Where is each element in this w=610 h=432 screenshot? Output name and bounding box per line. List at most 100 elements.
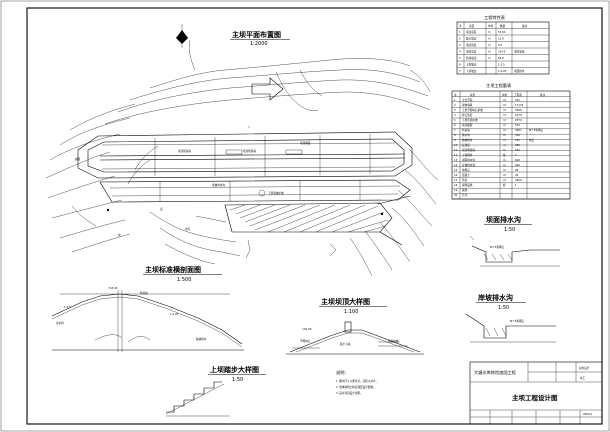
section-scale: 1:500 (177, 277, 191, 283)
toe-scale: 1:50 (504, 227, 515, 233)
svg-text:溢: 溢 (160, 207, 163, 211)
svg-text:含防浪墙: 含防浪墙 (514, 50, 525, 54)
svg-text:水库: 水库 (185, 227, 191, 231)
plan-view: 主坝平面布置图 1:2000 (45, 24, 439, 277)
svg-text:420: 420 (515, 163, 520, 167)
svg-text:2570: 2570 (515, 118, 522, 122)
svg-text:17: 17 (454, 178, 458, 182)
svg-text:96: 96 (515, 168, 519, 172)
svg-text:坝体填筑: 坝体填筑 (462, 103, 473, 107)
svg-text:4: 4 (459, 50, 461, 54)
tb-drawing-title: 主坝工程设计图 (512, 393, 558, 402)
toe-drain-detail: 坝面排水沟 1:50 M7.5浆砌石 (469, 215, 560, 267)
svg-text:坝顶路面: 坝顶路面 (300, 141, 311, 145)
svg-text:贴坡排水: 贴坡排水 (196, 337, 207, 341)
svg-text:7: 7 (454, 128, 456, 132)
svg-text:10: 10 (454, 143, 458, 147)
svg-text:m³: m³ (503, 99, 507, 102)
svg-text:3: 3 (454, 108, 456, 112)
svg-text:岸坡排水沟: 岸坡排水沟 (462, 163, 475, 167)
svg-text:1. 图中尺寸以厘米计，高程以米计。: 1. 图中尺寸以厘米计，高程以米计。 (336, 379, 378, 383)
svg-text:m³: m³ (503, 139, 507, 142)
tb-date: 2009.4 (583, 412, 592, 416)
svg-text:5: 5 (459, 56, 461, 60)
foot-title: 岸坡排水沟 (478, 293, 513, 302)
svg-text:1:2.25: 1:2.25 (498, 69, 507, 73)
svg-text:下游坡比: 下游坡比 (466, 69, 477, 73)
svg-text:坝面排水沟: 坝面排水沟 (462, 158, 475, 162)
svg-text:1:2.25: 1:2.25 (170, 312, 179, 316)
svg-text:570: 570 (515, 123, 520, 127)
svg-text:13: 13 (454, 158, 458, 162)
svg-text:11: 11 (454, 148, 458, 152)
svg-text:16: 16 (454, 173, 458, 177)
svg-text:干砌块石: 干砌块石 (300, 339, 311, 343)
svg-text:浆砌石: 浆砌石 (462, 168, 470, 172)
svg-text:坝面排水: 坝面排水 (514, 69, 525, 73)
crest-scale: 1:100 (344, 309, 358, 315)
svg-text:m³: m³ (503, 104, 507, 107)
svg-text:m: m (503, 164, 506, 167)
svg-text:m: m (488, 31, 491, 34)
qty-table-title: 主坝工程量表 (486, 82, 512, 89)
svg-text:坝顶防浪墙: 坝顶防浪墙 (462, 148, 475, 152)
svg-text:坝顶长度: 坝顶长度 (466, 50, 477, 54)
inner-border (26, 7, 603, 425)
svg-text:5: 5 (454, 118, 456, 122)
svg-text:1: 1 (459, 30, 461, 34)
svg-text:防浪墙: 防浪墙 (462, 128, 470, 132)
title-block: 大塘水库除险加固工程 初步设计 水工 主坝工程设计图 2009.4 (469, 361, 603, 425)
svg-text:坝顶宽度: 坝顶宽度 (466, 43, 477, 47)
svg-text:m: m (503, 134, 506, 137)
svg-text:上游坡比: 上游坡比 (466, 63, 477, 67)
svg-text:m³: m³ (503, 169, 507, 172)
svg-text:19: 19 (454, 188, 458, 192)
svg-text:下游草皮护坡: 下游草皮护坡 (462, 118, 478, 122)
svg-text:6: 6 (459, 63, 461, 67)
svg-text:341: 341 (515, 98, 520, 102)
svg-text:53.00: 53.00 (498, 30, 506, 34)
foot-drain-detail: 岸坡排水沟 1:50 M7.5浆砌石 (465, 293, 556, 343)
svg-text:反滤层: 反滤层 (462, 143, 470, 147)
svg-text:14: 14 (454, 163, 458, 167)
svg-text:套: 套 (503, 183, 506, 187)
svg-text:620: 620 (515, 158, 520, 162)
svg-text:3: 3 (459, 43, 461, 47)
svg-text:m³: m³ (503, 129, 507, 132)
svg-text:合计: 合计 (462, 193, 468, 197)
svg-text:2: 2 (515, 153, 517, 157)
svg-text:观测设施: 观测设施 (462, 183, 473, 187)
svg-text:上游干砌块石护坡: 上游干砌块石护坡 (462, 108, 483, 112)
svg-text:m³: m³ (503, 144, 507, 147)
svg-text:草皮护坡: 草皮护坡 (388, 339, 399, 343)
svg-text:m: m (488, 38, 491, 41)
svg-text:m: m (488, 44, 491, 47)
svg-text:1:2.5: 1:2.5 (498, 63, 505, 67)
flow-arrow-icon (251, 77, 284, 101)
svg-text:316: 316 (515, 133, 520, 137)
crest-detail: 主坝坝顶大样图 1:100 ▽54.00 粘土心墙 干砌块石 草皮护坡 (286, 297, 424, 355)
svg-text:项目: 项目 (469, 24, 475, 28)
svg-text:M7.5浆砌石: M7.5浆砌石 (529, 128, 544, 132)
svg-text:m: m (503, 149, 506, 152)
svg-text:3200: 3200 (515, 178, 522, 182)
svg-text:m: m (488, 57, 491, 60)
svg-text:库水位: 库水位 (56, 321, 64, 325)
svg-text:1: 1 (515, 183, 517, 187)
plan-scale: 1:2000 (250, 41, 268, 47)
svg-text:3260: 3260 (515, 108, 522, 112)
toe-title: 坝面排水沟 (486, 215, 521, 224)
svg-text:坝顶路面: 坝顶路面 (462, 123, 473, 127)
svg-text:17133: 17133 (515, 103, 524, 107)
svg-text:备注: 备注 (522, 24, 528, 28)
foot-scale: 1:50 (498, 305, 509, 311)
svg-text:序: 序 (454, 93, 457, 97)
step-detail: 上坝踏步大样图 1:50 (165, 365, 266, 417)
svg-text:314.0: 314.0 (498, 50, 506, 54)
svg-text:M7.5浆砌石: M7.5浆砌石 (490, 245, 505, 249)
spillway-hatch (224, 195, 411, 246)
plan-annotations: 副坝 ▽ 溢 水库 沟 (75, 126, 384, 259)
